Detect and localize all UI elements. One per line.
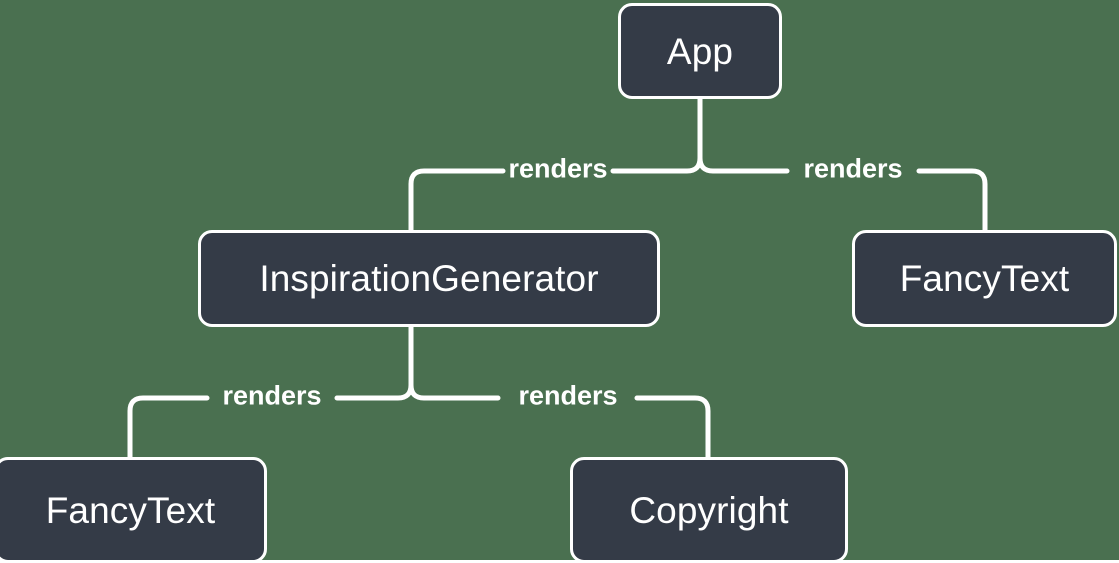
edge-label-app-to-fancytext-right: renders [803, 153, 903, 184]
node-fancytext-right[interactable]: FancyText [852, 230, 1117, 327]
edge-inspiration-to-copyright [408, 382, 711, 460]
node-copyright[interactable]: Copyright [570, 457, 848, 563]
node-inspiration-generator[interactable]: InspirationGenerator [198, 230, 660, 327]
node-label-fancytext-left: FancyText [45, 489, 216, 531]
edge-label-inspiration-to-fancytext: renders [222, 380, 322, 411]
edge-label-app-to-inspiration: renders [508, 153, 608, 184]
node-label-copyright: Copyright [629, 489, 789, 531]
node-label-inspiration-generator: InspirationGenerator [259, 258, 599, 299]
node-fancytext-left[interactable]: FancyText [0, 457, 267, 563]
node-label-app: App [666, 30, 734, 72]
edge-app-to-fancytext-right [697, 155, 988, 233]
node-label-fancytext-right: FancyText [899, 258, 1070, 299]
edge-label-inspiration-to-copyright: renders [518, 380, 618, 411]
node-app[interactable]: App [618, 3, 782, 99]
